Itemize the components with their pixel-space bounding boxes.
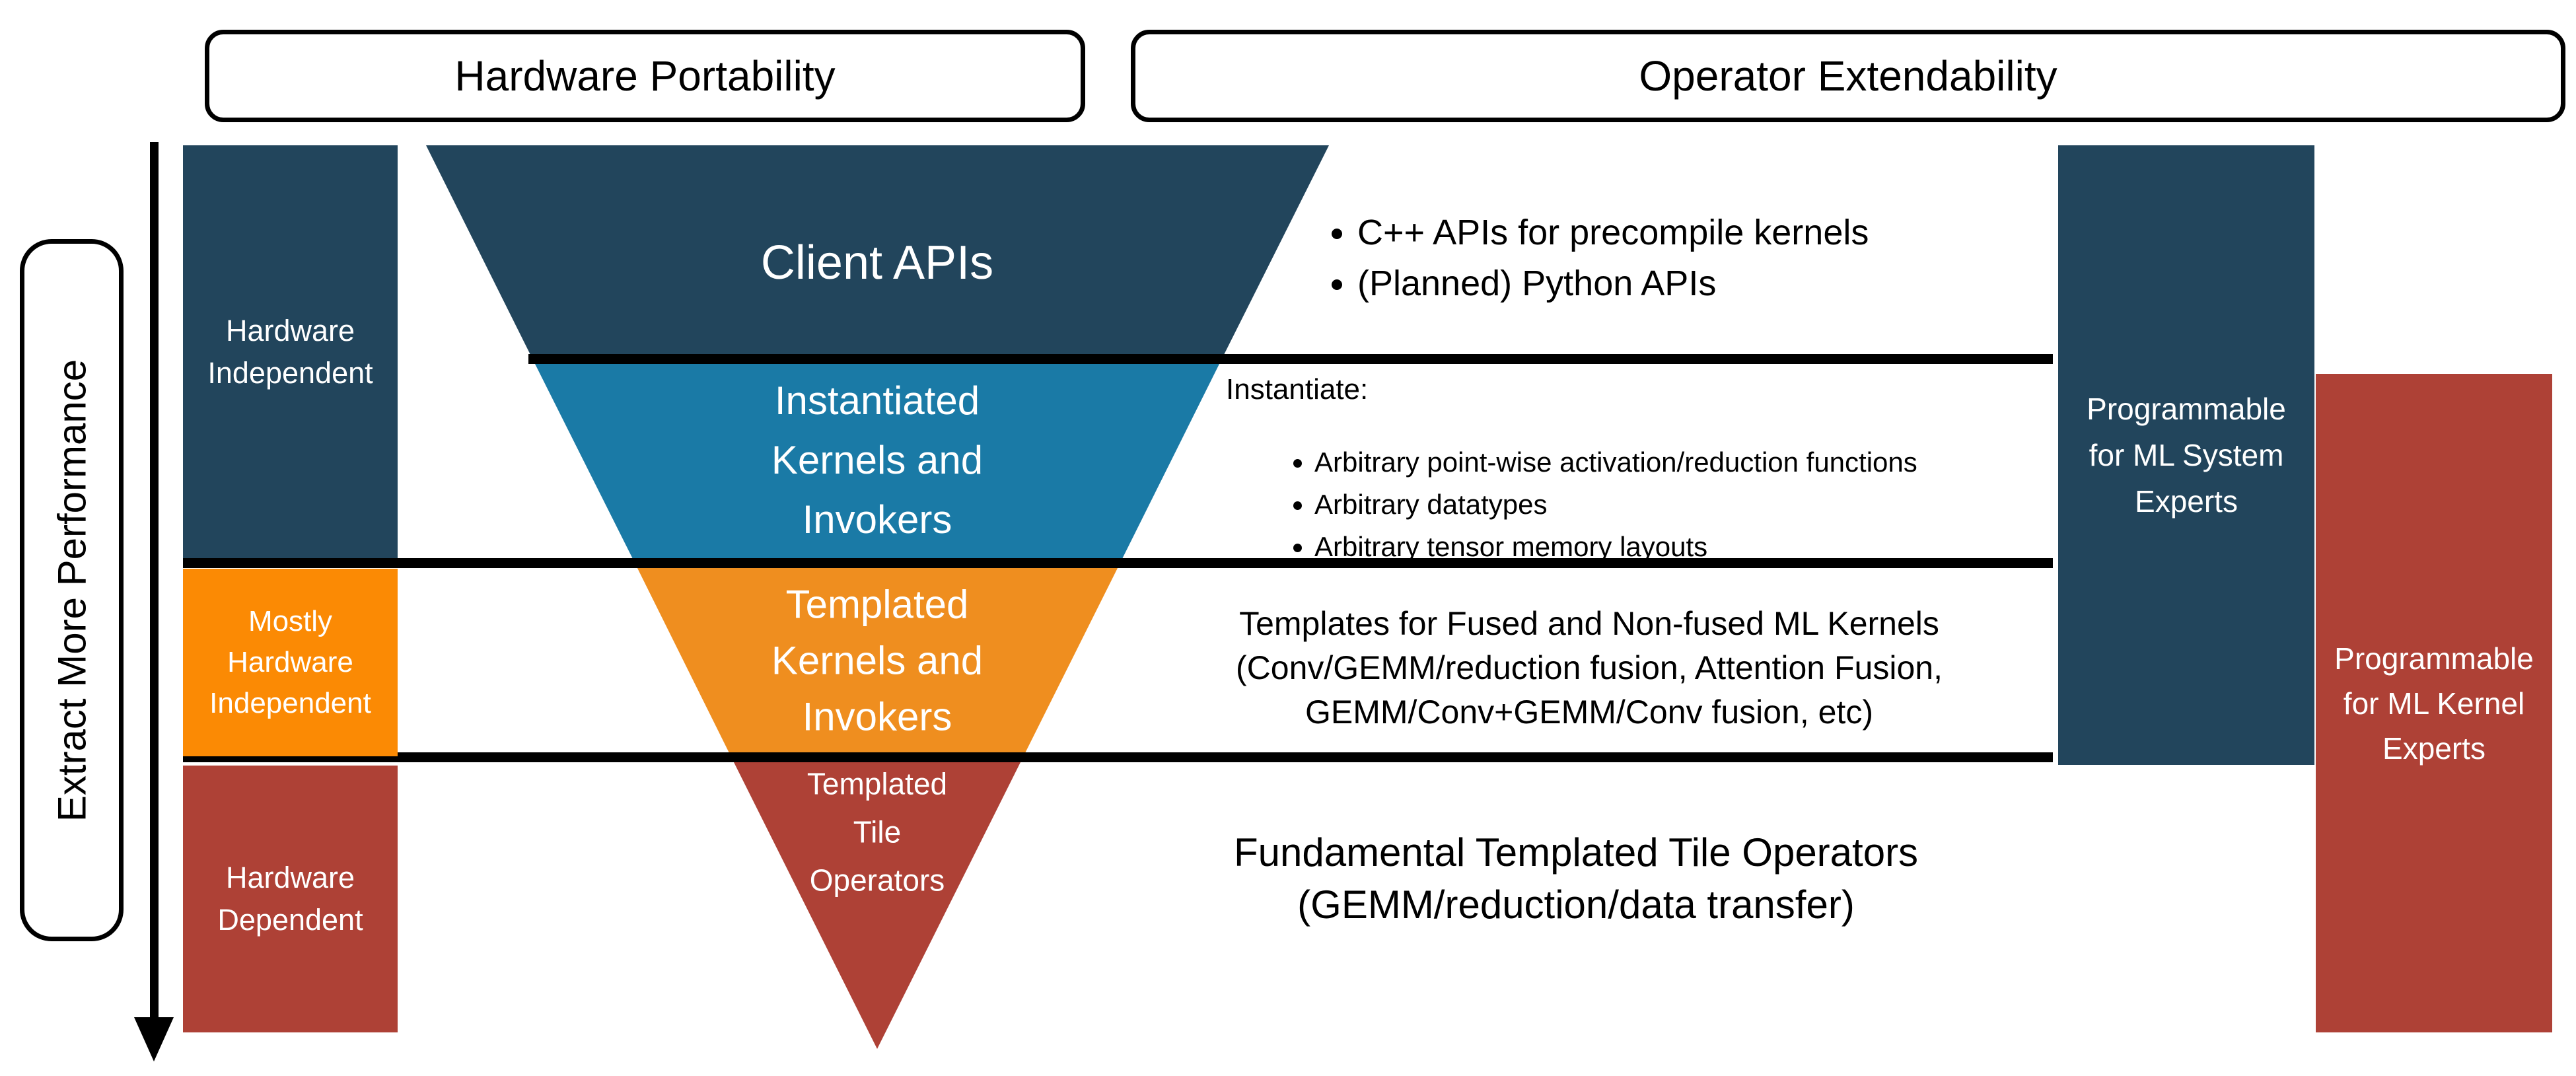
bullet-item: (Planned) Python APIs [1357, 258, 1869, 309]
divider-line-3 [183, 752, 2053, 762]
instantiate-heading: Instantiate: [1226, 373, 1369, 406]
funnel-label-client-apis: Client APIs [760, 236, 994, 289]
left-box-mostly-hardware-independent-label: Mostly Hardware Independent [209, 605, 371, 719]
fundamental-operators-note: Fundamental Templated Tile Operators (GE… [1233, 830, 1919, 927]
left-box-hardware-independent: Hardware Independent [183, 145, 398, 558]
performance-axis-label: Extract More Performance [50, 359, 94, 822]
header-hardware-portability: Hardware Portability [205, 30, 1085, 122]
right-box-ml-kernel-experts-label: Programmable for ML Kernel Experts [2334, 641, 2534, 766]
right-box-ml-system-experts: Programmable for ML System Experts [2058, 145, 2314, 765]
bullet-item: Arbitrary tensor memory layouts [1314, 526, 1917, 568]
bullet-item: Arbitrary datatypes [1314, 484, 1917, 526]
bullet-item: Arbitrary point-wise activation/reductio… [1314, 441, 1917, 484]
header-operator-extendability: Operator Extendability [1131, 30, 2565, 122]
funnel-label-templated-tile-operators: Templated Tile Operators [806, 766, 948, 898]
templates-note: Templates for Fused and Non-fused ML Ker… [1236, 605, 1943, 731]
performance-arrow-shaft [150, 142, 159, 1021]
right-box-ml-kernel-experts: Programmable for ML Kernel Experts [2316, 374, 2552, 1032]
right-box-ml-system-experts-label: Programmable for ML System Experts [2087, 392, 2286, 519]
left-box-hardware-dependent: Hardware Dependent [183, 766, 398, 1032]
funnel-label-instantiated-kernels: Instantiated Kernels and Invokers [771, 378, 984, 542]
performance-axis-box: Extract More Performance [20, 239, 124, 941]
funnel-label-templated-kernels: Templated Kernels and Invokers [771, 582, 984, 739]
funnel-layer-instantiated-shape [532, 359, 1222, 563]
client-api-bullet-list: C++ APIs for precompile kernels (Planned… [1321, 207, 1869, 309]
divider-line-1 [528, 354, 2053, 364]
funnel-layer-client-apis-shape [426, 145, 1329, 359]
left-box-hardware-dependent-label: Hardware Dependent [217, 861, 363, 937]
funnel-layer-tile-operators-shape [731, 757, 1023, 1049]
bullet-item: C++ APIs for precompile kernels [1357, 207, 1869, 258]
instantiate-bullet-list: Arbitrary point-wise activation/reductio… [1287, 441, 1917, 568]
left-box-hardware-independent-label: Hardware Independent [207, 313, 373, 390]
left-box-mostly-hardware-independent: Mostly Hardware Independent [183, 569, 398, 756]
performance-arrow-head [134, 1017, 174, 1061]
header-hardware-portability-label: Hardware Portability [454, 52, 836, 100]
header-operator-extendability-label: Operator Extendability [1639, 52, 2057, 100]
divider-line-2 [183, 558, 2053, 568]
funnel-layer-templated-shape [635, 563, 1120, 757]
